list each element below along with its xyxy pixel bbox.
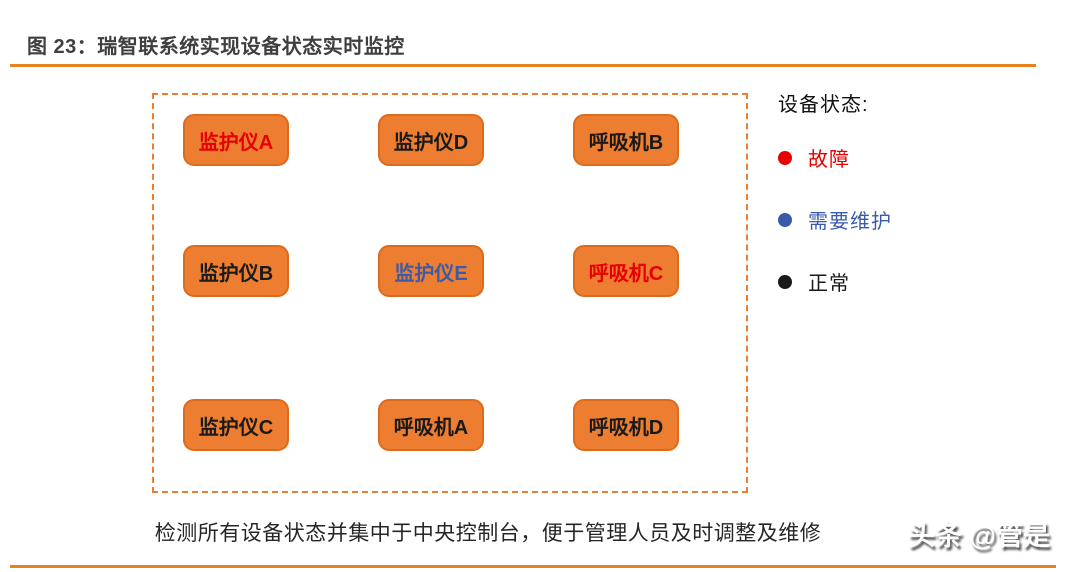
figure-title: 图 23：瑞智联系统实现设备状态实时监控 <box>27 36 405 58</box>
legend-label: 正常 <box>808 273 850 295</box>
device-label: 监护仪A <box>198 131 274 154</box>
fault-status-dot-icon <box>778 150 792 165</box>
device-box: 监护仪E <box>378 245 484 297</box>
legend-label: 故障 <box>808 149 850 171</box>
device-box: 监护仪C <box>183 399 289 451</box>
device-box: 监护仪B <box>183 245 289 297</box>
device-label: 监护仪B <box>198 262 274 285</box>
figure-caption: 检测所有设备状态并集中于中央控制台，便于管理人员及时调整及维修 <box>154 522 822 545</box>
legend-title: 设备状态: <box>778 94 869 116</box>
maintenance-status-dot-icon <box>778 212 792 227</box>
device-label: 呼吸机B <box>588 131 664 154</box>
legend-item-normal: 正常 <box>778 267 1038 296</box>
device-box: 呼吸机D <box>573 399 679 451</box>
status-legend: 设备状态: 故障 需要维护 正常 <box>778 88 1038 329</box>
legend-item-fault: 故障 <box>778 143 1038 172</box>
device-box: 呼吸机C <box>573 245 679 297</box>
watermark: 头条 @管是 <box>908 521 1050 551</box>
legend-item-maintenance: 需要维护 <box>778 205 1038 234</box>
device-label: 呼吸机D <box>588 416 664 439</box>
title-divider <box>10 64 1036 67</box>
normal-status-dot-icon <box>778 274 792 289</box>
legend-label: 需要维护 <box>808 211 892 233</box>
device-label: 呼吸机C <box>588 262 664 285</box>
device-label: 呼吸机A <box>393 416 469 439</box>
device-label: 监护仪D <box>393 131 469 154</box>
device-box: 呼吸机B <box>573 114 679 166</box>
device-box: 呼吸机A <box>378 399 484 451</box>
device-status-panel: 监护仪A 监护仪D 呼吸机B 监护仪B 监护仪E 呼吸机C 监护仪C 呼吸机A … <box>152 93 748 493</box>
device-box: 监护仪D <box>378 114 484 166</box>
device-label: 监护仪C <box>198 416 274 439</box>
device-label: 监护仪E <box>394 262 468 285</box>
bottom-divider <box>10 565 1056 568</box>
device-box: 监护仪A <box>183 114 289 166</box>
